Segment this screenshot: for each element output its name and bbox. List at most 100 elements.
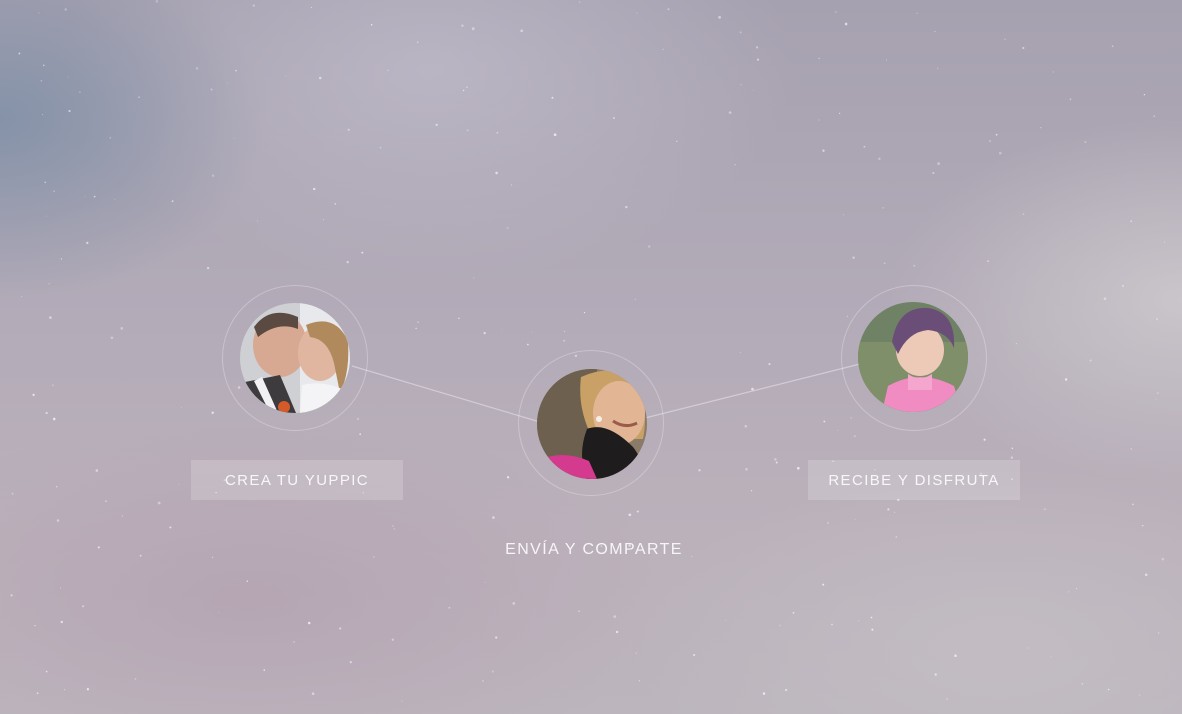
dust-speck	[82, 605, 85, 608]
step-3-photo[interactable]	[858, 302, 968, 412]
dust-speck	[600, 545, 603, 548]
dust-speck	[980, 472, 983, 475]
dust-speck	[885, 59, 887, 61]
dust-speck	[48, 282, 50, 285]
dust-speck	[1044, 508, 1046, 510]
dust-speck	[49, 316, 52, 319]
dust-speck	[178, 483, 180, 485]
dust-speck	[38, 12, 40, 14]
dust-speck	[496, 131, 499, 134]
dust-speck	[1161, 557, 1165, 561]
dust-speck	[628, 513, 632, 517]
dust-speck	[21, 296, 23, 298]
dust-speck	[551, 96, 554, 99]
dust-speck	[1050, 656, 1052, 658]
dust-speck	[775, 461, 778, 464]
dust-speck	[63, 689, 65, 691]
dust-speck	[818, 57, 820, 60]
dust-speck	[36, 692, 39, 695]
dust-speck	[739, 351, 741, 353]
dust-speck	[752, 90, 754, 92]
dust-speck	[863, 145, 866, 148]
dust-speck	[634, 298, 636, 300]
dust-speck	[1163, 241, 1166, 243]
dust-speck	[995, 133, 998, 136]
dust-speck	[934, 30, 936, 32]
dust-speck	[458, 317, 460, 320]
dust-speck	[339, 627, 342, 630]
step-3-ring	[841, 285, 987, 431]
dust-speck	[853, 435, 856, 438]
dust-speck	[583, 311, 586, 314]
step-2-photo[interactable]	[537, 369, 647, 479]
dust-speck	[827, 522, 829, 524]
dust-speck	[1132, 503, 1134, 506]
dust-speck	[998, 151, 1002, 155]
dust-speck	[473, 277, 475, 279]
dust-speck	[307, 621, 311, 625]
dust-speck	[667, 8, 670, 11]
recibe-y-disfruta-button[interactable]: RECIBE Y DISFRUTA	[808, 460, 1020, 500]
dust-speck	[79, 91, 81, 94]
dust-speck	[155, 0, 159, 3]
dust-speck	[233, 137, 235, 139]
dust-speck	[893, 511, 896, 513]
dust-speck	[638, 680, 640, 682]
dust-speck	[322, 218, 324, 221]
dust-speck	[511, 184, 513, 186]
step-1-photo[interactable]	[240, 303, 350, 413]
dust-speck	[1143, 94, 1146, 96]
dust-speck	[832, 460, 834, 462]
dust-speck	[42, 114, 44, 116]
dust-speck	[989, 140, 991, 142]
dust-speck	[67, 76, 69, 78]
envia-y-comparte-label[interactable]: ENVÍA Y COMPARTE	[505, 541, 683, 558]
dust-speck	[45, 670, 48, 673]
dust-speck	[157, 501, 161, 505]
dust-speck	[43, 64, 45, 67]
dust-speck	[32, 393, 35, 397]
dust-speck	[1157, 392, 1159, 394]
dust-speck	[1130, 220, 1133, 223]
dust-speck	[356, 417, 359, 420]
dust-speck	[218, 612, 220, 614]
dust-speck	[109, 136, 112, 139]
dust-speck	[756, 58, 760, 61]
dust-speck	[483, 331, 486, 335]
dust-speck	[466, 129, 469, 132]
dust-speck	[578, 1, 581, 3]
dust-speck	[796, 466, 800, 470]
dust-speck	[134, 677, 137, 680]
dust-speck	[417, 321, 419, 324]
dust-speck	[52, 384, 54, 386]
dust-speck	[768, 363, 771, 366]
dust-speck	[1081, 683, 1084, 685]
dust-speck	[553, 133, 557, 137]
dust-speck	[831, 623, 833, 626]
dust-speck	[987, 260, 989, 262]
dust-speck	[362, 491, 365, 494]
dust-speck	[850, 417, 852, 419]
dust-speck	[1069, 98, 1072, 101]
dust-speck	[563, 339, 566, 342]
dust-speck	[745, 467, 748, 471]
dust-speck	[954, 654, 957, 657]
dust-speck	[372, 556, 375, 558]
dust-speck	[1155, 398, 1157, 400]
dust-speck	[878, 157, 881, 160]
dust-speck	[246, 580, 249, 583]
dust-speck	[46, 215, 47, 217]
dust-speck	[698, 469, 701, 472]
dust-speck	[882, 207, 884, 209]
dust-speck	[56, 486, 58, 488]
dust-speck	[466, 86, 468, 89]
crea-tu-yuppic-button[interactable]: CREA TU YUPPIC	[191, 460, 403, 500]
dust-speck	[257, 220, 259, 222]
dust-speck	[1141, 524, 1144, 527]
dust-speck	[391, 525, 394, 527]
dust-speck	[854, 518, 856, 520]
dust-speck	[744, 424, 748, 428]
dust-speck	[913, 264, 916, 267]
dust-speck	[693, 653, 696, 657]
dust-speck	[86, 241, 89, 245]
